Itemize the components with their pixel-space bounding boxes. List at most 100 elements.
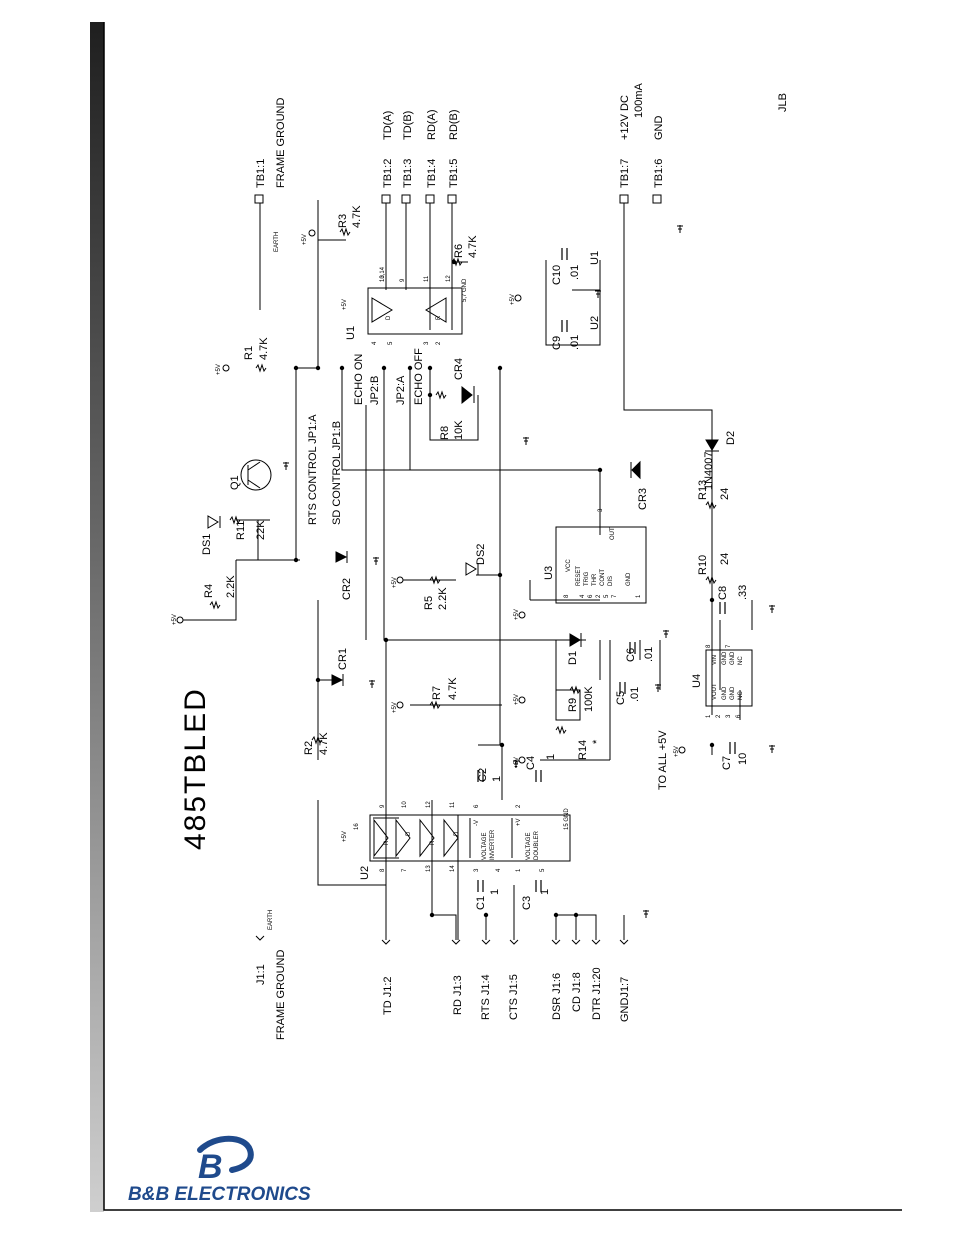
svg-text:100mA: 100mA [633,82,645,118]
svg-text:R13: R13 [697,480,709,500]
svg-text:+5V: +5V [216,364,222,375]
capacitor-symbols [477,248,736,892]
svg-text:TB1:1: TB1:1 [255,159,267,188]
wires [180,200,753,940]
terminal-squares [254,194,662,204]
svg-text:D: D [386,315,392,320]
svg-text:10: 10 [380,275,386,282]
svg-text:NC: NC [738,691,744,700]
svg-text:15 GND: 15 GND [564,808,570,830]
svg-text:16: 16 [354,823,360,830]
svg-text:+5V: +5V [514,609,520,620]
svg-text:5,7 GND: 5,7 GND [462,278,468,302]
svg-text:+5V: +5V [514,757,520,768]
svg-text:VOLTAGE: VOLTAGE [526,833,532,860]
svg-text:ECHO OFF: ECHO OFF [413,348,425,405]
svg-text:R14: R14 [577,740,589,760]
text-labels: 485TBLED JLB TB1:1 FRAME GROUND TB1:2 TD… [172,82,789,1040]
svg-text:GND: GND [626,572,632,586]
svg-text:FRAME GROUND: FRAME GROUND [275,950,287,1041]
resistor-symbols [209,227,717,745]
svg-text:CTS J1:5: CTS J1:5 [508,974,520,1020]
ic-u2 [369,814,571,862]
svg-text:12: 12 [426,801,432,808]
svg-text:DTR J1:20: DTR J1:20 [591,967,603,1020]
svg-text:RD(A): RD(A) [426,109,438,140]
svg-text:C4: C4 [525,756,537,770]
svg-text:GNDJ1:7: GNDJ1:7 [619,977,631,1022]
svg-text:SD CONTROL JP1:B: SD CONTROL JP1:B [331,421,343,525]
initials: JLB [777,93,789,112]
svg-text:TB1:2: TB1:2 [382,159,394,188]
svg-text:13,14: 13,14 [380,266,386,282]
svg-text:4: 4 [372,341,378,345]
svg-text:C5: C5 [615,691,627,705]
svg-text:4.7K: 4.7K [447,677,459,700]
svg-text:TB1:6: TB1:6 [653,159,665,188]
svg-text:R8: R8 [439,426,451,440]
svg-text:GND: GND [722,686,728,700]
svg-text:B&B ELECTRONICS: B&B ELECTRONICS [128,1184,311,1205]
svg-text:R1: R1 [243,346,255,360]
svg-text:D: D [454,831,460,836]
svg-text:10: 10 [737,753,749,765]
svg-text:OUT: OUT [610,527,616,540]
title: 485TBLED [179,687,212,850]
svg-text:10K: 10K [453,420,465,440]
svg-text:22K: 22K [255,520,267,540]
svg-text:+5V: +5V [392,577,398,588]
svg-text:RD(B): RD(B) [448,109,460,140]
svg-text:RESET: RESET [576,566,582,586]
svg-text:VOUT: VOUT [712,683,718,700]
svg-text:GND: GND [730,686,736,700]
svg-text:GND: GND [722,651,728,665]
svg-text:TD(A): TD(A) [382,111,394,140]
svg-text:+5V: +5V [674,746,680,757]
svg-text:11: 11 [450,801,456,808]
svg-text:C6: C6 [625,648,637,662]
svg-text:+5V: +5V [342,299,348,310]
svg-text:100K: 100K [583,686,595,712]
svg-text:+5V: +5V [392,702,398,713]
svg-text:3: 3 [424,341,430,345]
svg-text:9: 9 [380,804,386,808]
svg-text:DOUBLER: DOUBLER [534,830,540,860]
svg-text:EARTH: EARTH [268,910,274,930]
svg-text:CD J1:8: CD J1:8 [571,972,583,1012]
svg-text:C3: C3 [521,896,533,910]
svg-text:THR: THR [592,573,598,586]
svg-text:11: 11 [424,275,430,282]
vcc-circles [176,229,686,764]
svg-text:CR2: CR2 [341,578,353,600]
svg-text:9: 9 [400,278,406,282]
side-gradient-bar [90,22,104,1212]
svg-text:1: 1 [491,776,503,782]
svg-text:+12V DC: +12V DC [619,95,631,140]
ic-u1 [367,287,463,335]
svg-text:1: 1 [706,714,712,718]
svg-text:B: B [198,1148,223,1186]
svg-text:1N4007: 1N4007 [703,451,715,490]
svg-text:2: 2 [596,594,602,598]
svg-text:D1: D1 [567,651,579,665]
svg-text:5: 5 [604,594,610,598]
svg-text:R2: R2 [303,741,315,755]
svg-text:8: 8 [380,868,386,872]
svg-text:CR1: CR1 [337,648,349,670]
svg-text:3: 3 [598,508,604,512]
svg-text:1: 1 [516,868,522,872]
svg-text:DIS: DIS [608,576,614,586]
svg-text:2: 2 [436,341,442,345]
svg-text:8: 8 [706,644,712,648]
svg-text:RTS CONTROL JP1:A: RTS CONTROL JP1:A [307,414,319,525]
junction-dots [293,259,715,918]
svg-text:R11: R11 [235,521,247,540]
svg-text:+5V: +5V [302,234,308,245]
svg-text:7: 7 [402,868,408,872]
svg-text:7: 7 [612,594,618,598]
svg-text:TD(B): TD(B) [402,111,414,140]
svg-text:6: 6 [736,714,742,718]
svg-text:4: 4 [496,868,502,872]
svg-text:FRAME GROUND: FRAME GROUND [275,98,287,189]
